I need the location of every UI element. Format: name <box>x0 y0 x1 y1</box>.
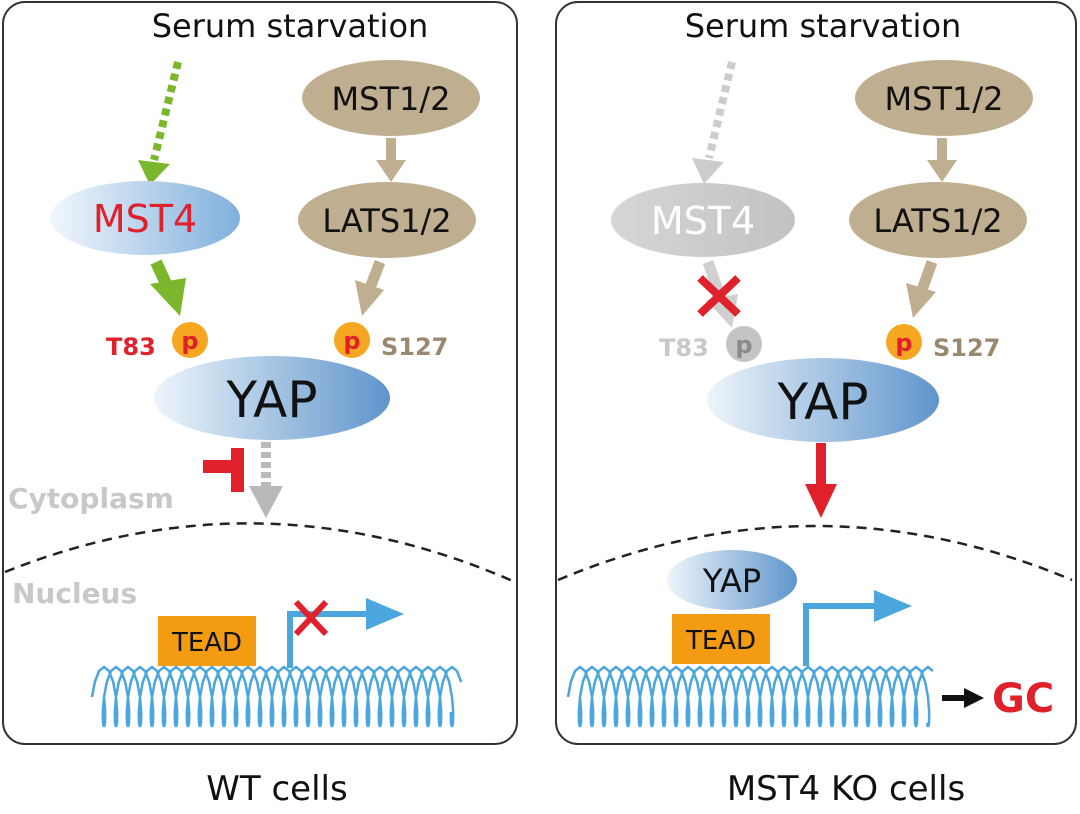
wt-inhibition-bar <box>203 448 244 492</box>
wt-lats12-label: LATS1/2 <box>322 202 451 240</box>
wt-cytoplasm-label: Cytoplasm <box>8 482 174 515</box>
ko-gc-arrow <box>942 688 984 708</box>
wt-mst4-label: MST4 <box>93 197 197 241</box>
wt-title: Serum starvation <box>152 7 429 45</box>
ko-tead-box <box>672 614 770 664</box>
ko-dna-helix <box>566 665 934 728</box>
wt-serum-to-mst4-arrow <box>138 61 182 185</box>
ko-panel-border <box>555 1 1077 745</box>
wt-dna-helix <box>90 665 463 728</box>
wt-mst12-to-lats-arrow <box>376 138 406 182</box>
wt-phospho-left-label: p <box>181 327 198 355</box>
ko-caption: MST4 KO cells <box>727 769 965 809</box>
ko-phospho-left <box>726 326 762 362</box>
wt-mst4-node <box>50 181 240 255</box>
wt-phospho-right-label: p <box>343 327 360 355</box>
ko-title: Serum starvation <box>685 7 962 45</box>
ko-yap-nuclear-label: YAP <box>702 562 761 600</box>
ko-lats12-label: LATS1/2 <box>873 202 1002 240</box>
ko-mst4-label: MST4 <box>651 199 755 243</box>
wt-nucleus-label: Nucleus <box>12 577 137 610</box>
ko-phospho-right-label: p <box>895 329 912 357</box>
wt-tead-label: TEAD <box>171 628 242 658</box>
wt-s127-label: S127 <box>381 333 448 361</box>
ko-panel: Serum starvation MST1/2 LATS1/2 MST4 <box>555 1 1077 809</box>
wt-panel-border <box>2 1 518 745</box>
ko-serum-to-mst4-arrow <box>692 61 736 184</box>
ko-yap-label: YAP <box>776 373 868 431</box>
ko-phospho-right <box>886 324 922 360</box>
wt-transcription-blocked-x <box>293 599 329 637</box>
wt-mst12-label: MST1/2 <box>332 80 451 118</box>
wt-panel: Serum starvation MST1/2 LATS1/2 MST4 <box>2 1 518 809</box>
wt-mst12-node <box>302 60 480 136</box>
ko-mst4-node <box>611 183 795 257</box>
ko-phospho-left-label: p <box>735 331 752 359</box>
ko-nuclear-membrane <box>557 524 1073 582</box>
wt-blocked-translocation-arrow <box>249 442 283 518</box>
ko-translocation-arrow <box>805 443 837 518</box>
ko-t83-label: T83 <box>659 334 709 362</box>
wt-yap-label: YAP <box>225 371 317 429</box>
wt-caption: WT cells <box>206 769 347 809</box>
wt-lats-to-s127-arrow <box>355 260 386 316</box>
ko-transcription-arrow <box>803 590 912 666</box>
wt-t83-label: T83 <box>106 333 156 361</box>
ko-s127-label: S127 <box>933 334 1000 362</box>
ko-mst12-to-lats-arrow <box>927 138 957 182</box>
ko-mst12-node <box>855 60 1033 136</box>
ko-yap-node <box>707 358 939 442</box>
wt-mst4-to-t83-arrow <box>150 259 186 316</box>
wt-transcription-arrow <box>287 598 404 668</box>
ko-mst12-label: MST1/2 <box>885 80 1004 118</box>
wt-lats12-node <box>298 182 476 258</box>
ko-yap-nuclear-node <box>667 550 797 610</box>
ko-lats-to-s127-arrow <box>906 260 938 318</box>
ko-tead-label: TEAD <box>685 626 756 656</box>
wt-phospho-left <box>172 322 208 358</box>
ko-phosphorylation-blocked-x <box>697 275 741 317</box>
ko-lats12-node <box>849 182 1027 258</box>
wt-nuclear-membrane <box>4 522 516 584</box>
wt-tead-box <box>158 616 256 666</box>
wt-phospho-right <box>334 322 370 358</box>
ko-gc-label: GC <box>992 676 1054 722</box>
wt-yap-node <box>154 356 390 440</box>
